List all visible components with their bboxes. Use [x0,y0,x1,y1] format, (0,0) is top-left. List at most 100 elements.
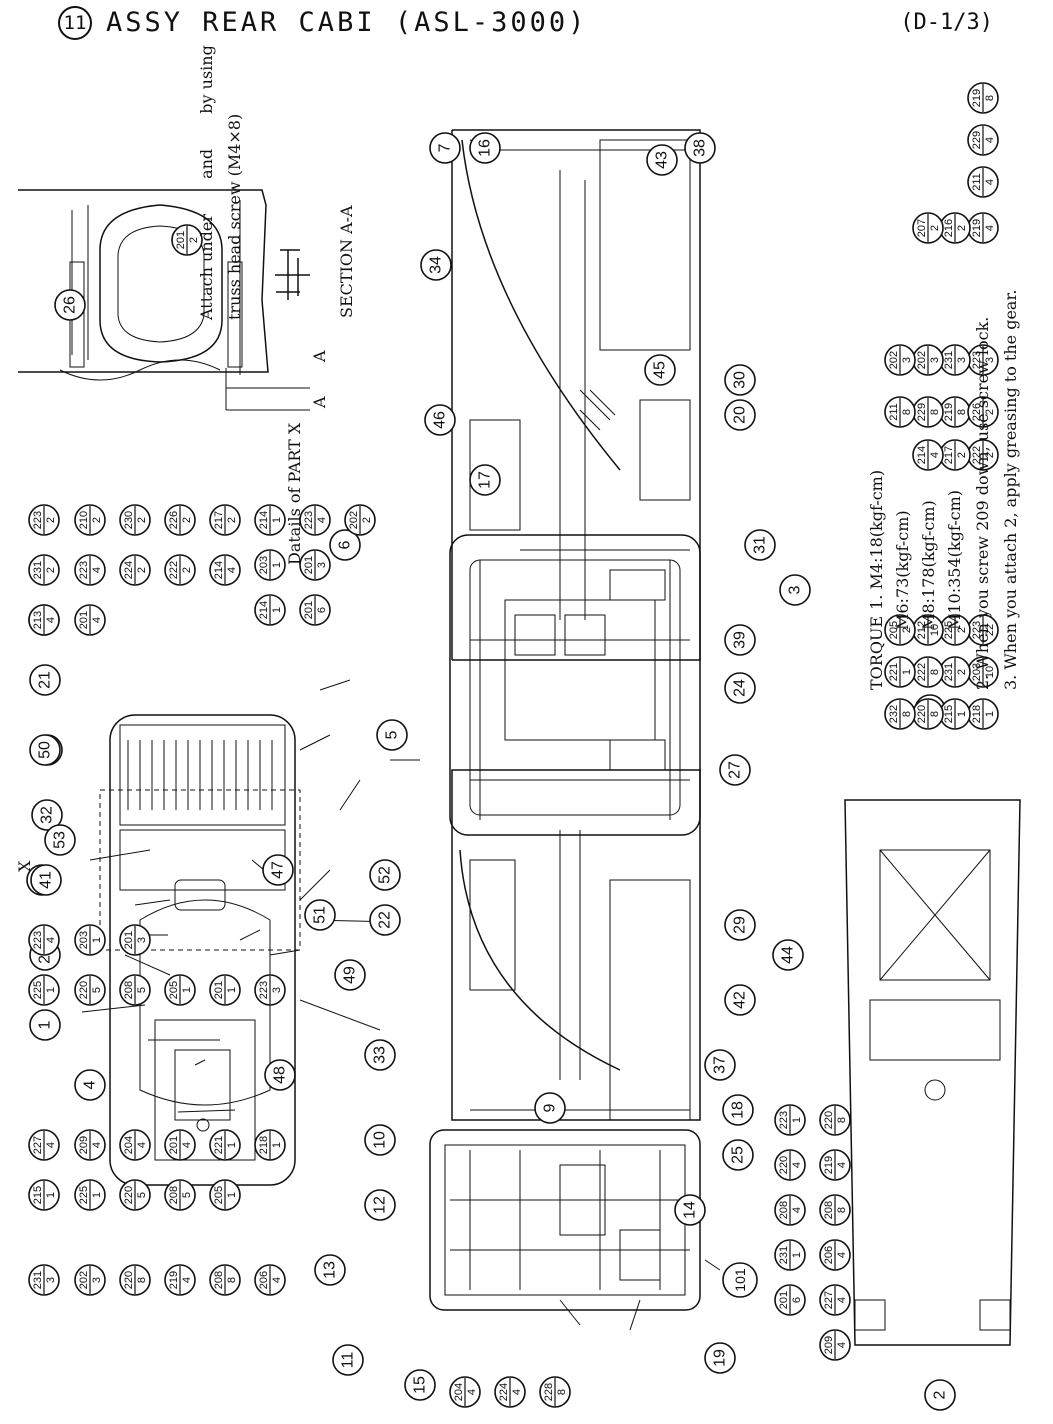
callout-44: 44 [772,939,804,971]
qty-count: 2 [956,452,968,458]
callout-41: 41 [30,864,62,896]
section-mark-top: A [310,350,329,363]
svg-text:47: 47 [270,861,287,879]
qty-part: 203 [258,556,270,574]
section-a-a-label: SECTION A-A [337,205,356,318]
callout-14: 14 [674,1194,706,1226]
qty-count: 4 [271,1277,283,1283]
callout-21: 21 [29,664,61,696]
qty-part: 212 [916,621,928,639]
qty-count: 2 [45,517,57,523]
svg-text:53: 53 [52,831,69,849]
qty-count: 4 [791,1207,803,1213]
qty-count: 2 [181,517,193,523]
qty-count: 1 [956,711,968,717]
qty-part: 210 [78,511,90,529]
qty-part: 220 [916,705,928,723]
svg-text:4: 4 [82,1080,99,1089]
cabinet-side-view-left [451,769,701,1121]
qty-part: 225 [943,621,955,639]
svg-text:9: 9 [542,1103,559,1112]
qty-count: 3 [271,987,283,993]
svg-text:16: 16 [477,139,494,157]
qty-count: 2 [956,669,968,675]
qty-count: 4 [316,517,328,523]
qty-part: 205 [888,621,900,639]
callout-layer: 1234567891011121314151617181920212223242… [26,132,956,1411]
qty-part: 204 [123,1136,135,1154]
callout-18: 18 [722,1094,754,1126]
svg-text:50: 50 [37,741,54,759]
qty-part: 220 [778,1156,790,1174]
qty-count: 4 [136,1142,148,1148]
callout-9: 9 [534,1092,566,1124]
attach-note-line1-a: Attach under [197,214,216,321]
callout-6: 6 [329,529,361,561]
qty-count: 1 [226,1192,238,1198]
callout-15: 15 [404,1369,436,1401]
qty-part: 206 [823,1246,835,1264]
qty-part: 201 [175,231,187,249]
qty-count: 1 [791,1117,803,1123]
svg-text:10: 10 [372,1131,389,1149]
qty-count: 1 [91,1192,103,1198]
qty-part: 202 [78,1271,90,1289]
rear-frame-view [429,1129,701,1311]
qty-part: 218 [971,705,983,723]
qty-count: 2 [226,517,238,523]
qty-count: 2 [984,452,996,458]
qty-count: 8 [929,669,941,675]
callout-1: 1 [29,1009,61,1041]
qty-count: 4 [836,1297,848,1303]
qty-part: 214 [258,601,270,619]
qty-count: 2 [136,567,148,573]
qty-part: 205 [168,981,180,999]
callout-4: 4 [74,1069,106,1101]
qty-part: 206 [258,1271,270,1289]
qty-count: 4 [91,617,103,623]
qty-count: 10 [929,624,941,636]
qty-part: 204 [453,1383,465,1401]
svg-text:34: 34 [428,256,445,274]
note-greasing: 3. When you attach 2, apply greasing to … [1001,290,1020,690]
qty-count: 1 [226,1142,238,1148]
qty-part: 208 [123,981,135,999]
qty-part: 208 [168,1186,180,1204]
qty-count: 8 [956,409,968,415]
callout-10: 10 [364,1124,396,1156]
svg-text:Attach under and b: Attach under and by using [197,45,216,321]
qty-count: 5 [136,987,148,993]
attach-note: Attach under and by using truss head scr… [197,45,244,321]
callout-34: 34 [420,249,452,281]
svg-text:43: 43 [654,151,671,169]
qty-part: 215 [943,705,955,723]
qty-part: 219 [168,1271,180,1289]
svg-text:6: 6 [337,540,354,549]
qty-part: 223 [971,351,983,369]
note-screw-lock: 2. When you screw 209 down, use screw lo… [973,317,992,690]
qty-count: 8 [929,711,941,717]
callout-26: 26 [54,289,86,321]
qty-part: 201 [213,981,225,999]
svg-text:26: 26 [62,296,79,314]
